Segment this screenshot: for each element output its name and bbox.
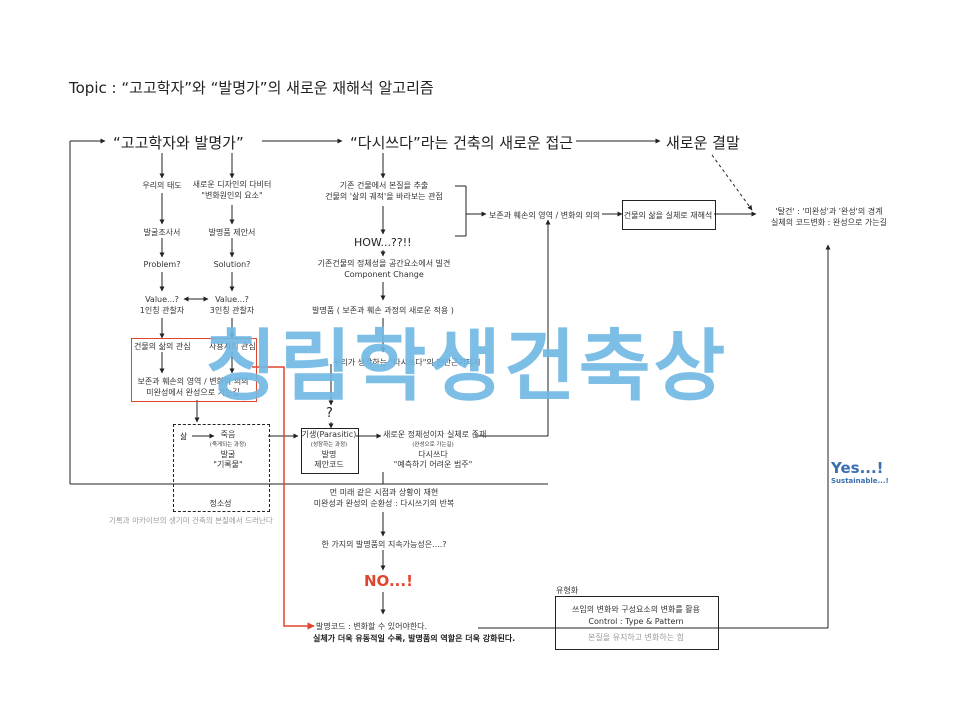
- extract-line1: 기존 건물에서 본질을 추출: [339, 181, 429, 190]
- record-label: "기록물": [213, 460, 243, 469]
- node-death: 죽음 (죽게되는 과정) 발굴 "기록물": [206, 430, 250, 470]
- node-future-cycle: 먼 미래 같은 시점과 상황이 재현 미완성과 완성의 순환성 : 다시쓰기의 …: [306, 487, 462, 509]
- conclusion-line2: 실체의 코드변화 : 완성으로 가는길: [771, 218, 887, 227]
- rewrite-label: 다시쓰다: [418, 450, 448, 459]
- typology-label: 유형화: [556, 586, 579, 595]
- new-design-line1: 새로운 디자인의 다비터: [192, 180, 272, 189]
- node-preserve-damage: 보존과 훼손의 영역 / 변화의 의의 미완성에서 완성으로 가는길: [133, 376, 253, 398]
- death-label: 죽음: [220, 430, 236, 439]
- extract-line2: 건물의 '삶의 궤적'을 바라보는 관점: [325, 192, 443, 201]
- node-no: NO...!: [364, 572, 413, 590]
- value3-label: Value...?: [215, 295, 249, 304]
- identity-sub: (완성으로 가는길): [412, 442, 454, 448]
- value1-label: Value...?: [145, 295, 179, 304]
- node-invention-application: 발명품 ( 보존과 훼손 과정의 새로운 적용 ): [312, 306, 454, 315]
- death-sub: (죽게되는 과정): [209, 442, 247, 448]
- node-sustainable: Sustainable...!: [831, 477, 889, 485]
- component-line1: 기존건물의 정체성을 공간요소에서 빌견: [317, 259, 451, 268]
- node-our-attitude: 우리의 태도: [142, 181, 182, 190]
- preserve-line2: 미완성에서 완성으로 가는길: [146, 388, 240, 397]
- parasitic-sub: (성장하는 과정): [310, 442, 348, 448]
- node-conclusion: '탈건' : '미완성'과 '완성'의 경계 실체의 코드변화 : 완성으로 가…: [760, 206, 898, 228]
- node-parasitic: 기생(Parasitic) (성장하는 과정) 발명 제안코드: [301, 430, 357, 470]
- parasitic-label: 기생(Parasitic): [301, 430, 357, 439]
- identity-label: 새로운 정체성이자 실체로 존재: [383, 430, 487, 439]
- observer1-label: 1인칭 관찰자: [139, 306, 185, 315]
- box-reinterpret: [622, 200, 716, 230]
- excavate-label: 발굴: [220, 450, 236, 459]
- node-problem: Problem?: [143, 260, 181, 269]
- node-how: HOW...??!!: [354, 236, 412, 249]
- node-sustainability-question: 한 가지의 발명품의 지속가능성은....?: [321, 540, 447, 549]
- node-judgment-criteria: 우리가 생각하는 "다시쓰다"의 판단근거제시: [333, 358, 481, 367]
- page-title: Topic : “고고학자”와 “발명가”의 새로운 재해석 알고리즘: [69, 79, 434, 97]
- node-excavation-report: 발굴조사서: [143, 228, 181, 237]
- node-rewrite-approach: “다시쓰다”라는 건축의 새로운 접근: [350, 134, 574, 152]
- future-line2: 미완성과 완성의 순환성 : 다시쓰기의 반복: [313, 499, 455, 508]
- node-preserve-right: 보존과 훼손의 영역 / 변화의 의의: [489, 211, 601, 220]
- future-line1: 먼 미래 같은 시점과 상황이 재현: [329, 488, 439, 497]
- node-reinterpret: 건물의 삶을 실체로 재해석: [623, 211, 713, 220]
- node-extinction: 정소성: [209, 499, 232, 508]
- node-extract-essence: 기존 건물에서 본질을 추출 건물의 '삶의 궤적'을 바라보는 관점: [316, 180, 452, 202]
- unpredictable-label: "예측하기 어려운 범주": [393, 460, 473, 469]
- preserve-line1: 보존과 훼손의 영역 / 변화의 의의: [137, 377, 249, 386]
- dashed-life-death-box: [173, 424, 270, 512]
- node-question-mark: ?: [326, 406, 333, 421]
- observer3-label: 3인칭 관찰자: [209, 306, 255, 315]
- code-line2: 실체가 더욱 유동적일 수록, 발명품의 역할은 더욱 강화된다.: [313, 634, 516, 643]
- node-new-design: 새로운 디자인의 다비터 "변화원인의 요소": [186, 179, 278, 201]
- invention-label: 발명: [321, 450, 337, 459]
- node-component-change: 기존건물의 정체성을 공간요소에서 빌견 Component Change: [310, 258, 458, 280]
- node-yes: Yes...!: [831, 459, 884, 477]
- typology-line2: Control : Type & Pattern: [588, 617, 684, 626]
- component-line2: Component Change: [344, 270, 424, 279]
- typology-line1: 쓰임의 변화와 구성요소의 변화를 활용: [572, 605, 700, 614]
- node-new-ending: 새로운 결말: [666, 134, 740, 152]
- interest-red-box: [131, 338, 257, 402]
- watermark: 칭림학생건축상: [205, 322, 729, 412]
- node-value-third-person: Value...? 3인칭 관찰자: [200, 294, 264, 316]
- node-user-interest: 사용자의 관심: [209, 342, 256, 351]
- node-invention-proposal: 발명품 제안서: [208, 228, 256, 237]
- box-parasitic: [301, 428, 359, 474]
- node-solution: Solution?: [213, 260, 251, 269]
- node-typology: 쓰임의 변화와 구성요소의 변화를 활용 Control : Type & Pa…: [555, 604, 717, 644]
- node-archaeologist-inventor: “고고학자와 발명가”: [113, 134, 244, 152]
- node-invention-code: 발명코드 : 변화할 수 있어야한다. 실체가 더욱 유동적일 수록, 발명품의…: [313, 621, 515, 645]
- conclusion-line1: '탈건' : '미완성'과 '완성'의 경계: [775, 207, 883, 216]
- node-building-life-interest: 건물의 삶의 관심: [134, 342, 191, 351]
- typology-line3: 본질을 유지하고 변화하는 힘: [588, 633, 684, 642]
- archive-note: 기록과 아카이브의 생기미 건축의 본질에서 드러난다: [109, 516, 273, 525]
- node-value-first-person: Value...? 1인칭 관찰자: [130, 294, 194, 316]
- code-line1: 발명코드 : 변화할 수 있어야한다.: [316, 622, 428, 631]
- node-life: 삶: [180, 432, 188, 441]
- proposal-label: 제안코드: [314, 460, 344, 469]
- node-new-identity: 새로운 정체성이자 실체로 존재 (완성으로 가는길) 다시쓰다 "예측하기 어…: [383, 430, 487, 470]
- box-typology: [555, 596, 719, 650]
- new-design-line2: "변화원인의 요소": [201, 191, 263, 200]
